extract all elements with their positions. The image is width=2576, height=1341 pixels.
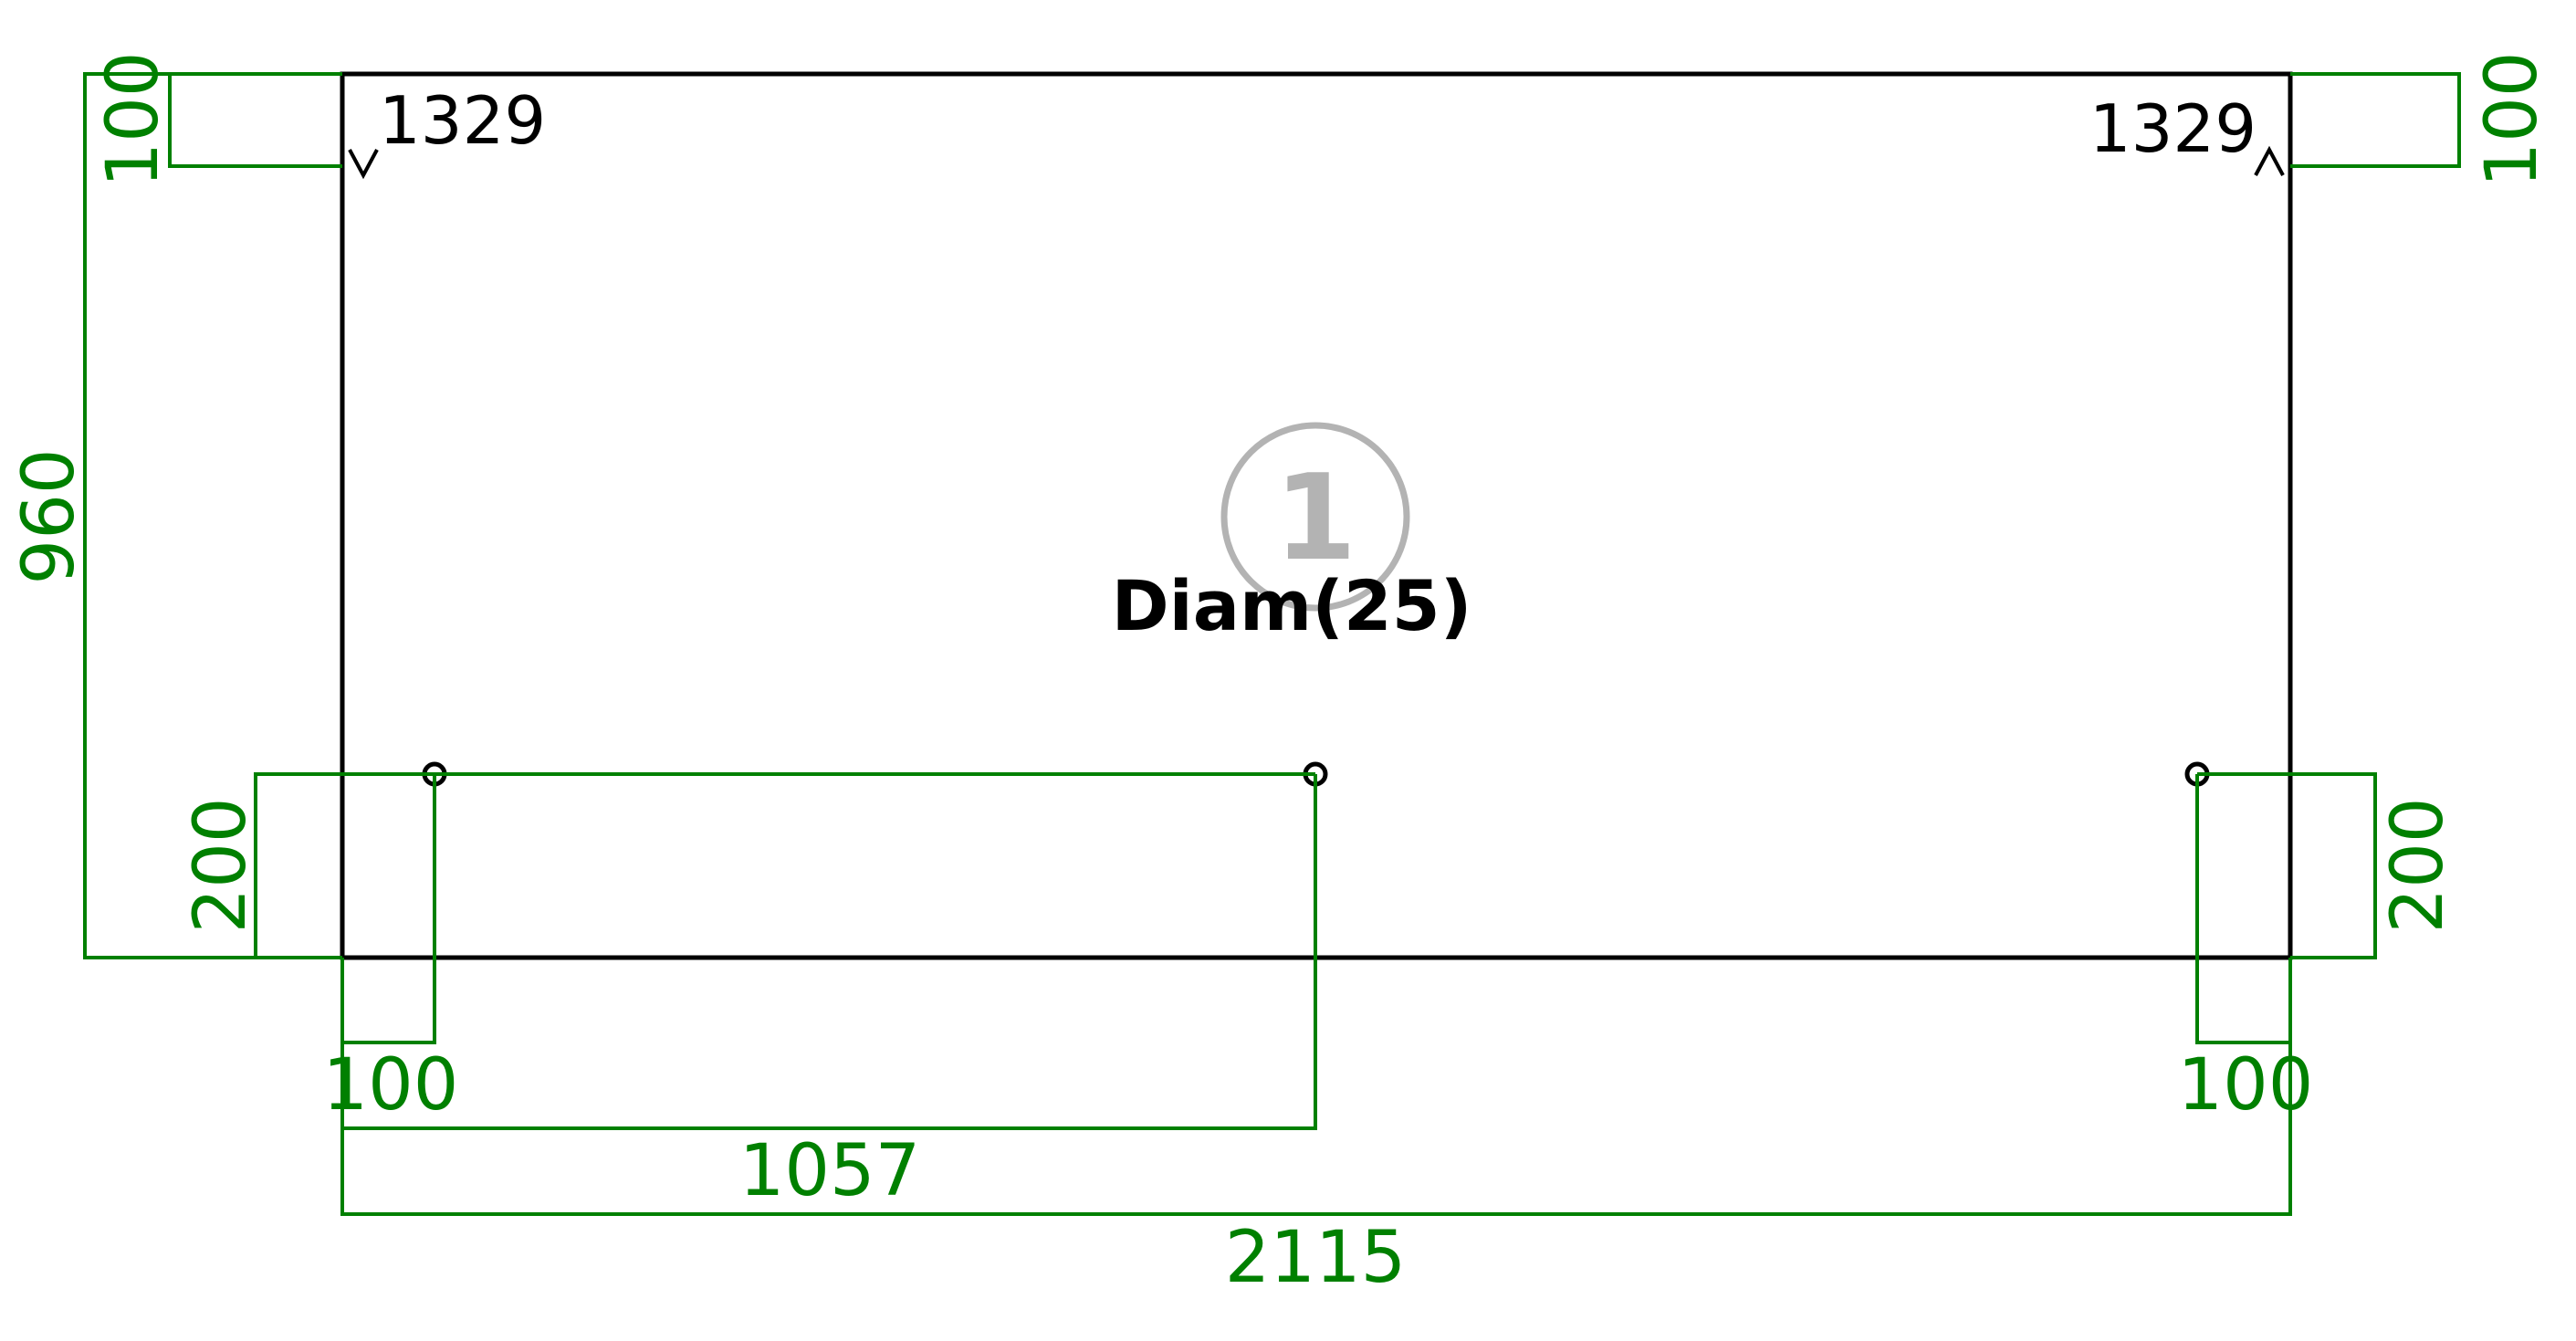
- dim-top-right-offset-value: 100: [2471, 52, 2553, 188]
- edge-label-left: 1329: [379, 82, 546, 159]
- edge-label-right: 1329: [2089, 90, 2257, 167]
- dim-center-hole-offset-value: 1057: [739, 1130, 921, 1212]
- dim-top-left-offset-value: 100: [92, 52, 174, 188]
- dim-right-hole-offset: 100: [2178, 774, 2314, 1126]
- dim-top-left-offset: 100: [92, 52, 342, 188]
- dim-left-hole-offset: 100: [323, 774, 459, 1126]
- dim-hole-row-left: 200: [180, 772, 1315, 959]
- dim-right-hole-offset-value: 100: [2178, 1044, 2314, 1126]
- hole-diameter-label: Diam(25): [1112, 565, 1472, 646]
- dim-overall-height: 960: [8, 72, 342, 959]
- dim-overall-height-value: 960: [8, 449, 90, 585]
- part-badge-circle: [1220, 422, 1410, 612]
- dim-overall-width: 2115: [340, 1042, 2292, 1299]
- part-badge-number: 1: [1274, 448, 1356, 587]
- edge-marker-right: [2254, 145, 2285, 176]
- edge-marker-left: [348, 149, 379, 180]
- dim-hole-row-right-value: 200: [2377, 798, 2459, 934]
- dim-hole-row-left-value: 200: [180, 798, 262, 934]
- dim-left-hole-offset-value: 100: [323, 1044, 459, 1126]
- dim-overall-width-value: 2115: [1225, 1217, 1407, 1299]
- dim-top-right-offset: 100: [2290, 52, 2553, 188]
- dim-center-hole-offset: 1057: [340, 774, 1317, 1212]
- dim-hole-row-right: 200: [2197, 772, 2459, 959]
